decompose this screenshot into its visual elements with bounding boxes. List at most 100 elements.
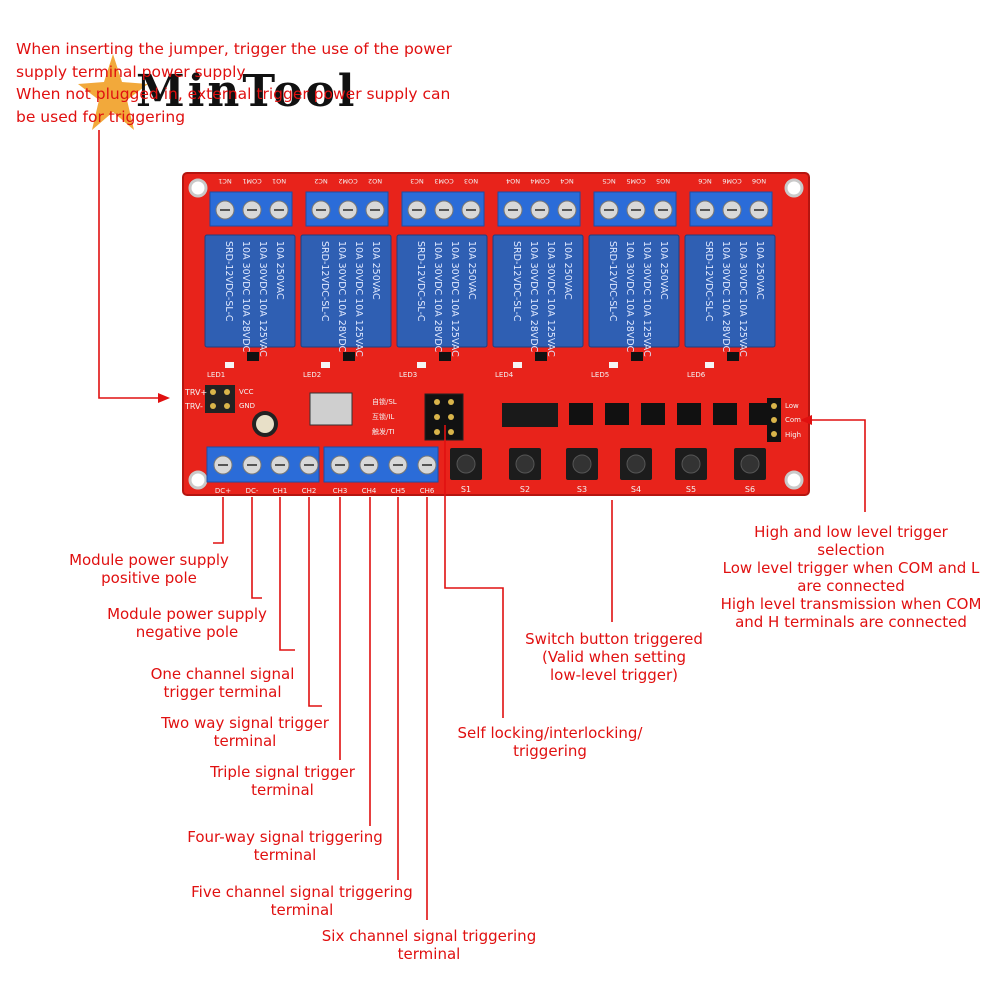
relay-terminal-block [689,191,773,227]
mode-jumper [424,393,464,441]
relay-terminal-label: NO4 [506,177,520,185]
relay-terminal-block [497,191,581,227]
optocoupler [641,403,665,425]
led [225,362,234,368]
label-line: negative pole [135,623,239,641]
relay-print-text: 10A 30VDC 10A 125VAC [737,241,748,357]
jumper-note-line: When inserting the jumper, trigger the u… [16,40,452,58]
relay-print-text: 10A 250VAC [370,241,381,300]
trv-plus-label: TRV+ [184,388,207,397]
label-line: positive pole [101,569,197,587]
relay-terminal-label: NC5 [602,177,616,185]
label-line: triggering [513,742,587,760]
relay-terminal-label: NO3 [464,177,478,185]
relay-print-text: 10A 30VDC 10A 125VAC [641,241,652,357]
mode-label-il: 互锁/IL [372,412,394,421]
label-dc-plus: Module power supply positive pole [58,551,240,587]
level-jumper [767,398,781,442]
relay-print-text: 10A 30VDC 10A 28VDC [528,241,539,353]
relay-terminal-label: NC1 [218,177,232,185]
push-button: S2 [509,448,541,494]
relay-terminal-block [401,191,485,227]
button-label: S5 [686,485,696,494]
level-low-label: Low [785,402,799,410]
label-line: High level transmission when COM [720,595,982,613]
relay-terminal-label: NO2 [368,177,382,185]
level-high-label: High [785,431,801,439]
push-button: S4 [620,448,652,494]
push-button: S1 [450,448,482,494]
label-line: High and low level trigger [754,523,948,541]
label-line: terminal [397,945,461,963]
label-line: selection [817,541,885,559]
relay-terminal-label: COM3 [434,177,453,185]
label-level: High and low level trigger selection Low… [708,523,994,631]
arrowhead-level [800,415,812,425]
relay-print-text: SRD-12VDC-SL-C [511,241,522,322]
relay-terminal-label: NO6 [752,177,766,185]
label-ch4: Four-way signal triggering terminal [170,828,400,864]
push-button: S6 [734,448,766,494]
star-icon [78,54,148,130]
button-label: S6 [745,485,755,494]
input-terminal-label: DC- [246,487,259,495]
label-ch3: Triple signal trigger terminal [190,763,375,799]
label-line: terminal [213,732,277,750]
jumper-note-line: be used for triggering [16,107,186,126]
relay-terminal-label: COM6 [722,177,741,185]
relay-print-text: SRD-12VDC-SL-C [415,241,426,322]
leader-jumper [98,130,165,399]
relay-terminal-label: NC6 [698,177,712,185]
relay-terminal-block [209,191,293,227]
relay-print-text: 10A 30VDC 10A 28VDC [624,241,635,353]
leader-ch2 [308,497,322,707]
led-label: LED4 [495,371,514,379]
relay-terminal-blocks [209,191,773,227]
leader-ch1 [279,497,295,651]
label-line: terminal [253,846,317,864]
input-terminal-label: DC+ [215,487,231,495]
capacitor [252,411,278,437]
label-line: Switch button triggered [525,630,703,648]
relay-terminal-label: NC4 [560,177,574,185]
optocoupler [569,403,593,425]
jumper-note-line: When not plugged in, external trigger po… [16,85,451,103]
relay-print-text: 10A 30VDC 10A 28VDC [240,241,251,353]
relays: 10A 250VAC 10A 30VDC 10A 125VAC 10A 30VDC … [204,234,776,361]
optocoupler [713,403,737,425]
input-terminal-label: CH3 [333,487,348,495]
label-mode: Self locking/interlocking/ triggering [440,724,660,760]
gnd-label: GND [239,402,255,410]
vcc-label: VCC [239,388,254,396]
label-line: Triple signal trigger [210,763,355,781]
led-label: LED1 [207,371,225,379]
leader-lines [98,130,866,920]
led-label: LED6 [687,371,706,379]
led-label: LED5 [591,371,609,379]
label-ch6: Six channel signal triggering terminal [300,927,558,963]
relay-terminal-label: COM5 [626,177,645,185]
relay-terminal-block [593,191,677,227]
optocoupler [677,403,701,425]
label-ch2: Two way signal trigger terminal [140,714,350,750]
trv-minus-label: TRV- [184,402,203,411]
relay-print-text: SRD-12VDC-SL-C [223,241,234,322]
button-label: S3 [577,485,587,494]
voltage-regulator [309,392,353,426]
relay-print-text: SRD-12VDC-SL-C [703,241,714,322]
button-label: S1 [461,485,471,494]
label-line: Five channel signal triggering [191,883,413,901]
led [321,362,330,368]
label-dc-minus: Module power supply negative pole [92,605,282,641]
relay-print-text: SRD-12VDC-SL-C [607,241,618,322]
relay-print-text: 10A 30VDC 10A 28VDC [336,241,347,353]
relay-terminal-label: NC2 [314,177,328,185]
relay-print-text: 10A 250VAC [466,241,477,300]
input-terminal-label: CH2 [302,487,317,495]
